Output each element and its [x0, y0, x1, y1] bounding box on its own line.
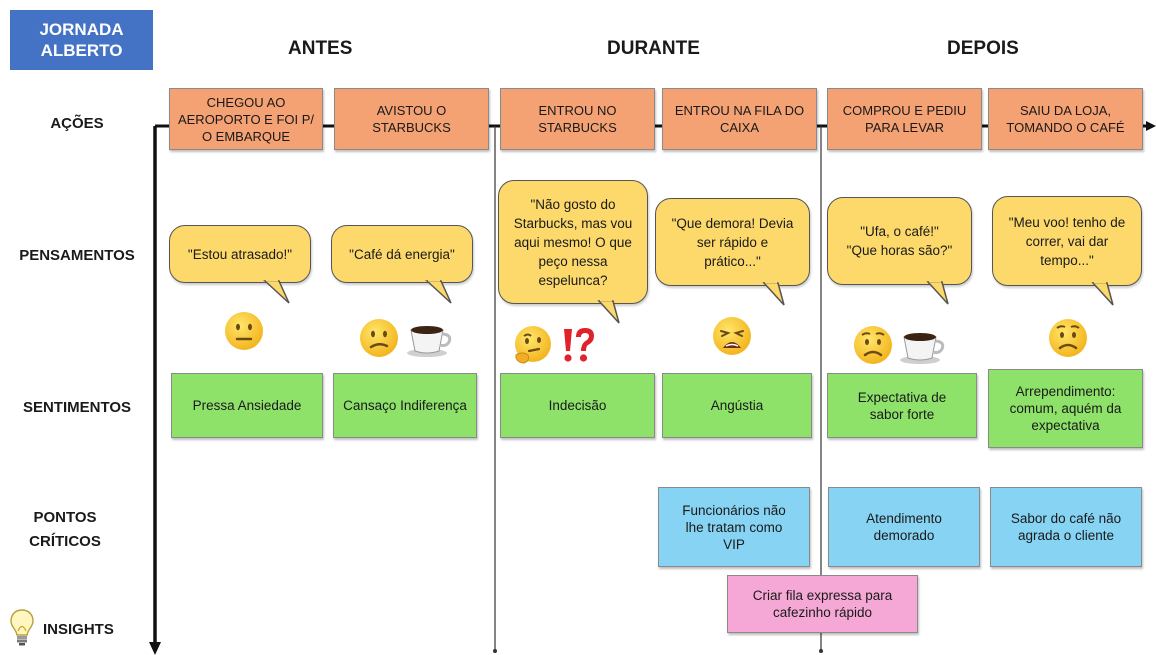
action-box-6: SAIU DA LOJA, TOMANDO O CAFÉ	[988, 88, 1143, 150]
phase-durante: DURANTE	[607, 38, 700, 59]
row-label-pensamentos: PENSAMENTOS	[19, 247, 135, 264]
thought-bubble-2: "Café dá energia"	[331, 225, 473, 304]
row-label-pontos-criticos: PONTOS CRÍTICOS	[29, 509, 101, 550]
thought-bubble-1: "Estou atrasado!"	[169, 225, 311, 304]
left-axis-arrowhead	[149, 642, 161, 655]
feeling-box-2: Cansaço Indiferença	[333, 373, 477, 438]
thought-text-2: "Café dá energia"	[349, 246, 455, 262]
feeling-box-5: Expectativa de sabor forte	[827, 373, 977, 438]
thought-text-1: "Estou atrasado!"	[187, 246, 293, 262]
thinking-face-icon	[515, 326, 551, 364]
neutral-face-icon	[225, 312, 263, 350]
row-label-sentimentos: SENTIMENTOS	[22, 399, 132, 416]
coffee-cup-icon	[407, 326, 452, 357]
worried-face-icon	[854, 326, 892, 364]
feeling-box-6: Arrependimento: comum, aquém da expectat…	[988, 369, 1143, 448]
feeling-box-4: Angústia	[662, 373, 812, 438]
phase-antes: ANTES	[288, 38, 353, 59]
thought-bubble-3: "Não gosto do Starbucks, mas vou aqui me…	[498, 180, 648, 324]
thought-text-3: "Não gosto do Starbucks, mas vou aqui me…	[513, 196, 633, 288]
lightbulb-icon	[10, 609, 34, 646]
critical-point-box-2: Atendimento demorado	[828, 487, 980, 567]
journey-title: JORNADA ALBERTO	[10, 10, 153, 70]
insight-box: Criar fila expressa para cafezinho rápid…	[727, 575, 918, 633]
thought-bubble-5: "Ufa, o café!" "Que horas são?"	[827, 197, 972, 305]
thought-text-6: "Meu voo! tenho de correr, vai dar tempo…	[1008, 214, 1126, 268]
action-box-3: ENTROU NO STARBUCKS	[500, 88, 655, 150]
worried-face-icon	[1049, 319, 1087, 357]
feeling-box-3: Indecisão	[500, 373, 655, 438]
critical-point-box-1: Funcionários não lhe tratam como VIP	[658, 487, 810, 567]
action-box-1: CHEGOU AO AEROPORTO E FOI P/ O EMBARQUE	[169, 88, 323, 150]
row-label-acoes: AÇÕES	[50, 115, 104, 132]
thought-text-4: "Que demora! Devia ser rápido e prático.…	[671, 215, 794, 269]
thought-text-5: "Ufa, o café!" "Que horas são?"	[846, 224, 953, 258]
phase-depois: DEPOIS	[947, 38, 1019, 59]
coffee-cup-icon	[900, 333, 945, 364]
feeling-box-1: Pressa Ansiedade	[171, 373, 323, 438]
thought-bubble-6: "Meu voo! tenho de correr, vai dar tempo…	[992, 196, 1142, 306]
interrobang-icon	[564, 328, 594, 362]
action-box-2: AVISTOU O STARBUCKS	[334, 88, 489, 150]
action-box-5: COMPROU E PEDIU PARA LEVAR	[827, 88, 982, 150]
critical-point-box-3: Sabor do café não agrada o cliente	[990, 487, 1142, 567]
thought-bubble-4: "Que demora! Devia ser rápido e prático.…	[655, 198, 810, 306]
confused-face-icon	[360, 319, 398, 357]
timeline-arrowhead	[1146, 121, 1156, 131]
action-box-4: ENTROU NA FILA DO CAIXA	[662, 88, 817, 150]
weary-face-icon	[713, 317, 751, 355]
row-label-insights: INSIGHTS	[43, 621, 114, 638]
